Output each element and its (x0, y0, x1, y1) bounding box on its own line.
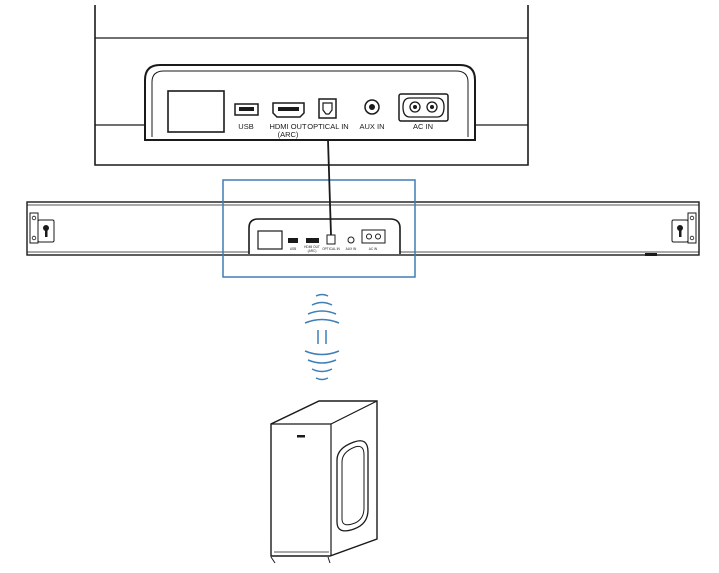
port-label-ac-small: AC IN (369, 247, 378, 251)
optical-connection-line (327, 139, 332, 236)
port-label-hdmi-small: HDMI OUT (304, 245, 320, 249)
zoomed-rear-panel: USB HDMI OUT (ARC) OPTICAL IN AUX IN (94, 5, 529, 166)
connector-recess (144, 64, 476, 141)
port-label-optical: OPTICAL IN (307, 122, 348, 131)
subwoofer-port (336, 440, 369, 532)
soundbar-connector-recess (248, 218, 401, 254)
port-label-hdmi-arc-small: (ARC) (308, 249, 317, 253)
port-label-ac: AC IN (413, 122, 433, 131)
port-label-aux-small: AUX IN (346, 247, 357, 251)
soundbar: USB HDMI OUT (ARC) OPTICAL IN AUX IN AC … (26, 201, 700, 256)
port-label-hdmi: HDMI OUT (269, 122, 306, 131)
optical-port-icon (318, 98, 337, 119)
port-label-optical-small: OPTICAL IN (322, 247, 340, 251)
port-label-hdmi-arc: (ARC) (278, 130, 299, 139)
wireless-signal-icon (304, 293, 340, 381)
ac-power-port-icon (398, 93, 449, 122)
blank-plate (167, 90, 225, 133)
zoom-highlight-frame (222, 179, 416, 278)
usb-port-icon (288, 238, 298, 243)
port-label-aux: AUX IN (359, 122, 384, 131)
usb-port-icon (234, 103, 259, 116)
aux-port-icon (364, 99, 380, 115)
optical-port-icon (326, 234, 336, 245)
hdmi-port-icon (306, 238, 319, 243)
keyhole-mount-icon (671, 212, 697, 244)
port-label-usb: USB (238, 122, 253, 131)
subwoofer-logo (297, 435, 305, 438)
hdmi-port-icon (272, 102, 305, 118)
aux-port-icon (347, 236, 355, 244)
subwoofer (270, 400, 378, 564)
port-label-usb-small: USB (290, 247, 297, 251)
ac-power-port-icon (361, 229, 386, 244)
keyhole-mount-icon (29, 212, 55, 244)
